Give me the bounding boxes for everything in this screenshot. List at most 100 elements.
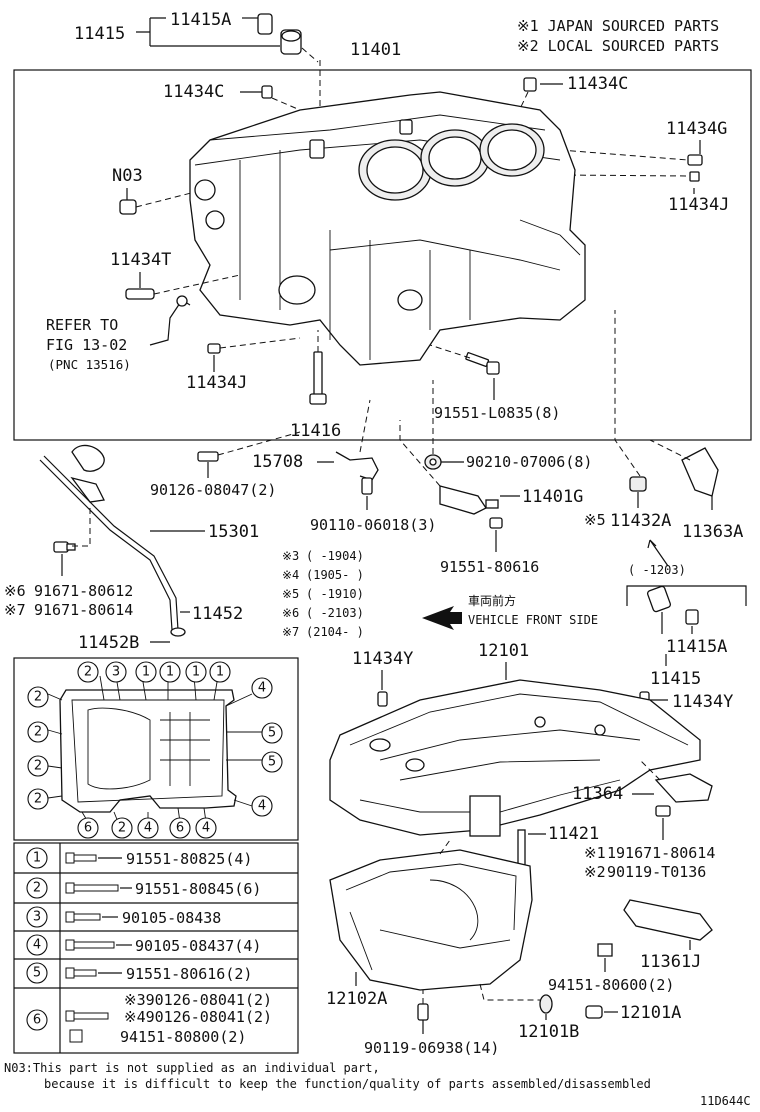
label-90110[interactable]: 90110-06018(3)	[310, 516, 436, 534]
svg-text:※3: ※3	[282, 549, 299, 563]
part-11363a[interactable]	[681, 447, 719, 497]
label-11415-top[interactable]: 11415	[74, 24, 125, 44]
label-11434j-left[interactable]: 11434J	[186, 373, 247, 393]
bolt-marker-bottom-4: 6	[169, 817, 191, 839]
label-90119-06938[interactable]: 90119-06938(14)	[364, 1039, 499, 1057]
label-12101[interactable]: 12101	[478, 641, 529, 661]
label-91551-l0835[interactable]: 91551-L0835(8)	[434, 404, 560, 422]
label-11364[interactable]: 11364	[572, 784, 623, 804]
label-191671-80614[interactable]: 191671-80614	[607, 844, 715, 862]
gasket-12101b	[539, 994, 553, 1014]
fitting-11415a-right	[646, 585, 699, 625]
bolt-90110	[361, 477, 373, 495]
mark-2: ※2	[584, 863, 606, 881]
bolt-marker-top-3: 1	[135, 661, 157, 683]
cylinder-block-11401[interactable]	[189, 91, 586, 366]
pin-11434c-right	[523, 77, 537, 92]
label-refer-1: REFER TO	[46, 316, 118, 334]
label-11434c-left[interactable]: 11434C	[163, 82, 224, 102]
bolt-marker-right-2: 5	[261, 722, 283, 744]
label-11452[interactable]: 11452	[192, 604, 243, 624]
label-11415a-top[interactable]: 11415A	[170, 10, 231, 30]
svg-text:5: 5	[268, 726, 276, 741]
label-15708[interactable]: 15708	[252, 452, 303, 472]
label-11434y-right[interactable]: 11434Y	[672, 692, 733, 712]
svg-text:※7: ※7	[282, 625, 299, 639]
part-15708	[335, 451, 379, 481]
label-refer-3: (PNC 13516)	[48, 357, 131, 372]
svg-text:1: 1	[33, 851, 41, 866]
part-11364[interactable]	[654, 773, 713, 803]
legend-part-4[interactable]: 90105-08437(4)	[135, 937, 261, 955]
pin-11434y-left	[377, 691, 388, 707]
svg-text:6: 6	[33, 1013, 41, 1028]
plug-12101a	[585, 1005, 603, 1019]
bolt-91551-l0835	[465, 352, 500, 375]
label-refer-2[interactable]: FIG 13-02	[46, 336, 127, 354]
label-11421[interactable]: 11421	[548, 824, 599, 844]
pin-11434j-right	[689, 171, 700, 182]
label-11434y-left[interactable]: 11434Y	[352, 649, 413, 669]
label-91671-80612[interactable]: 91671-80612	[34, 582, 133, 600]
label-90119-t0136[interactable]: 90119-T0136	[607, 863, 706, 881]
label-12102a[interactable]: 12102A	[326, 989, 387, 1009]
svg-text:2: 2	[34, 725, 42, 740]
label-11434j-right[interactable]: 11434J	[668, 195, 729, 215]
label-90210[interactable]: 90210-07006(8)	[466, 453, 592, 471]
label-15301[interactable]: 15301	[208, 522, 259, 542]
vehicle-front-jp: 車両前方	[468, 593, 516, 608]
legend-part-1[interactable]: 91551-80825(4)	[126, 850, 252, 868]
legend-part-6-1[interactable]: ※390126-08041(2)	[124, 991, 272, 1009]
label-11401[interactable]: 11401	[350, 40, 401, 60]
legend-num-5: 5	[26, 962, 48, 984]
svg-text:2: 2	[34, 690, 42, 705]
label-11434t[interactable]: 11434T	[110, 250, 171, 270]
washer-90210	[424, 454, 442, 470]
legend-bolt-icon-3	[65, 911, 101, 923]
bolt-marker-left-3: 2	[27, 755, 49, 777]
legend-bolt-icon-6	[65, 1010, 109, 1022]
svg-text:(2104- ): (2104- )	[306, 625, 364, 639]
arrow-11432a	[647, 539, 669, 567]
legend-part-3[interactable]: 90105-08438	[122, 909, 221, 927]
label-11361j[interactable]: 11361J	[640, 952, 701, 972]
label-11416[interactable]: 11416	[290, 421, 341, 441]
baffle-11361j[interactable]	[623, 899, 713, 941]
label-94151-80600[interactable]: 94151-80600(2)	[548, 976, 674, 994]
svg-text:4: 4	[258, 799, 266, 814]
label-12101b[interactable]: 12101B	[518, 1022, 579, 1042]
svg-text:1: 1	[192, 665, 200, 680]
svg-text:2: 2	[33, 881, 41, 896]
dipstick-15301[interactable]	[39, 444, 186, 637]
label-91551-80616[interactable]: 91551-80616	[440, 558, 539, 576]
label-11452b[interactable]: 11452B	[78, 633, 139, 653]
label-11434c-right[interactable]: 11434C	[567, 74, 628, 94]
stud-90126-08047	[197, 451, 219, 462]
fitting-11415a-top	[257, 13, 302, 55]
label-11401g[interactable]: 11401G	[522, 487, 583, 507]
label-11415a-right[interactable]: 11415A	[666, 637, 727, 657]
label-90126-08047[interactable]: 90126-08047(2)	[150, 481, 276, 499]
legend-part-5[interactable]: 91551-80616(2)	[126, 965, 252, 983]
bolt-marker-right-3: 5	[261, 751, 283, 773]
legend-num-4: 4	[26, 934, 48, 956]
label-11432a[interactable]: 11432A	[610, 511, 671, 531]
legend-bolt-icon-2	[65, 882, 119, 894]
label-n03[interactable]: N03	[112, 166, 143, 186]
bolt-marker-top-5: 1	[185, 661, 207, 683]
oil-pan-lower-12102a[interactable]	[329, 849, 533, 991]
label-11415-right[interactable]: 11415	[650, 669, 701, 689]
legend-part-6-3[interactable]: 94151-80800(2)	[120, 1028, 246, 1046]
label-11434g[interactable]: 11434G	[666, 119, 727, 139]
legend-num-1: 1	[26, 847, 48, 869]
sensor-11401g[interactable]	[439, 485, 499, 515]
legend-part-2[interactable]: 91551-80845(6)	[135, 880, 261, 898]
label-11363a[interactable]: 11363A	[682, 522, 743, 542]
oil-pan-upper-12101[interactable]	[329, 679, 701, 837]
legend-part-6-2[interactable]: ※490126-08041(2)	[124, 1008, 272, 1026]
legend-num-2: 2	[26, 877, 48, 899]
label-91671-80614[interactable]: 91671-80614	[34, 601, 133, 619]
label-12101a[interactable]: 12101A	[620, 1003, 681, 1023]
